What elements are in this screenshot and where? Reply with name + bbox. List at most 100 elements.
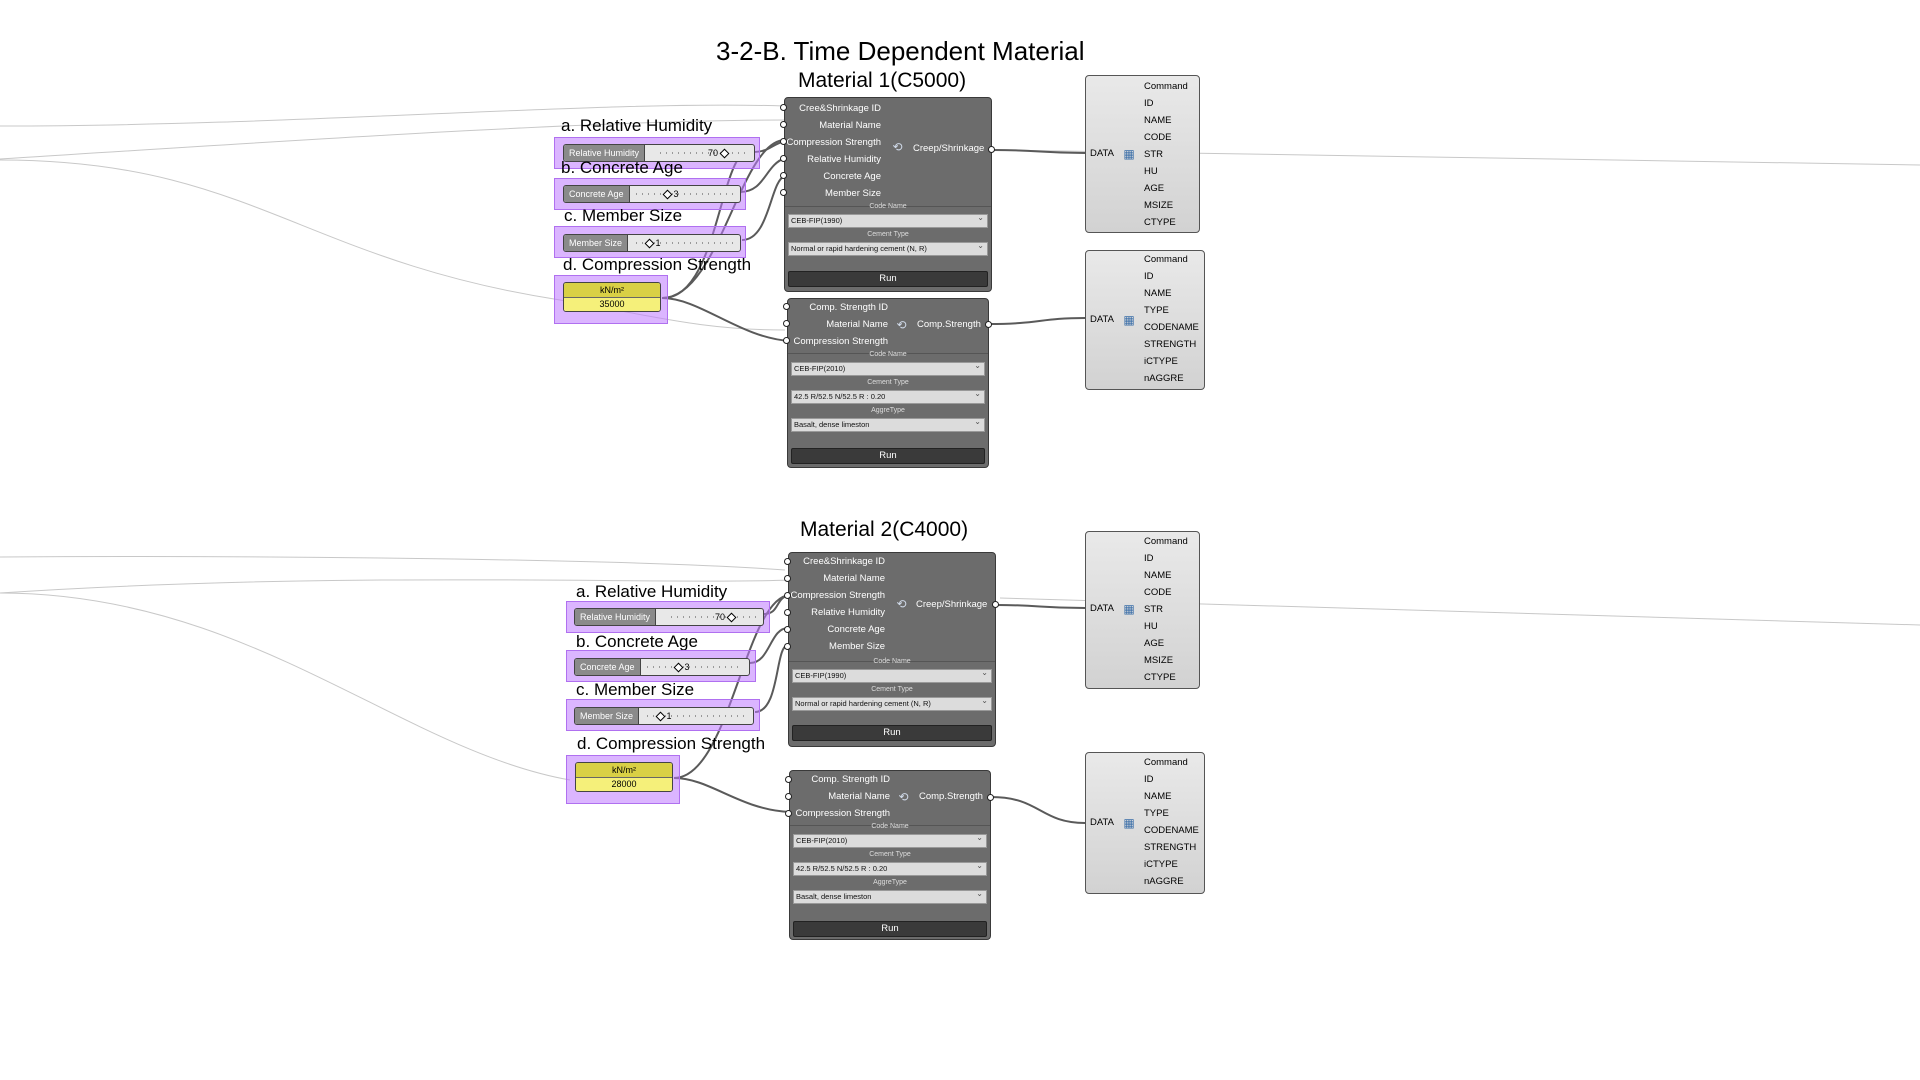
output-item: HU (1144, 621, 1158, 632)
data-output-component[interactable]: DATA ▦ Command ID NAME TYPE CODENAME STR… (1085, 250, 1205, 390)
output-item: STRENGTH (1144, 339, 1197, 350)
output-port[interactable] (992, 601, 999, 608)
output-label: Comp.Strength (919, 791, 983, 802)
aggre-type-dropdown[interactable]: Basalt, dense limeston (793, 890, 987, 904)
relative-humidity-slider[interactable]: Relative Humidity 70 (563, 144, 755, 162)
creep-shrinkage-component[interactable]: Cree&Shrinkage ID Material Name Compress… (784, 97, 992, 292)
input-port[interactable] (780, 155, 787, 162)
cement-type-dropdown[interactable]: Normal or rapid hardening cement (N, R) (788, 242, 988, 256)
slider-knob-icon[interactable] (719, 148, 729, 159)
run-button[interactable]: Run (791, 448, 985, 464)
output-item: ID (1144, 98, 1154, 109)
panel-value[interactable]: 35000 (564, 298, 660, 311)
slider-value-text: 1 (666, 711, 672, 721)
concrete-age-slider[interactable]: Concrete Age 3 (563, 185, 741, 203)
cement-type-dropdown[interactable]: Normal or rapid hardening cement (N, R) (792, 697, 992, 711)
input-port[interactable] (784, 609, 791, 616)
slider-value[interactable]: 1 (644, 235, 661, 251)
slider-value[interactable]: 3 (662, 186, 679, 202)
input-port[interactable] (784, 643, 791, 650)
data-input-label: DATA (1090, 314, 1114, 325)
run-button[interactable]: Run (793, 921, 987, 937)
input-port[interactable] (783, 320, 790, 327)
member-size-slider[interactable]: Member Size 1 (574, 707, 754, 725)
input-port[interactable] (783, 337, 790, 344)
data-output-component[interactable]: DATA ▦ Command ID NAME TYPE CODENAME STR… (1085, 752, 1205, 894)
code-name-dropdown[interactable]: CEB-FIP(2010) (791, 362, 985, 376)
output-item: iCTYPE (1144, 859, 1178, 870)
slider-value[interactable]: 1 (655, 708, 672, 724)
data-table-icon: ▦ (1123, 313, 1135, 327)
wire (661, 297, 791, 342)
output-item: CODE (1144, 132, 1172, 143)
slider-value[interactable]: 70 (715, 609, 736, 625)
run-button[interactable]: Run (788, 271, 988, 287)
cement-type-header: Cement Type (867, 379, 909, 386)
input-port[interactable] (780, 189, 787, 196)
input-port[interactable] (785, 776, 792, 783)
cement-type-header: Cement Type (867, 231, 909, 238)
aggre-type-dropdown[interactable]: Basalt, dense limeston (791, 418, 985, 432)
slider-knob-icon[interactable] (726, 612, 736, 623)
input-label: Material Name (826, 319, 888, 330)
input-label: Relative Humidity (807, 154, 881, 165)
bg-wire (0, 119, 786, 160)
input-port[interactable] (780, 104, 787, 111)
slider-label: Member Size (564, 235, 629, 251)
strength-panel[interactable]: kN/m² 35000 (563, 282, 661, 312)
input-port[interactable] (780, 121, 787, 128)
m2-age-label: b. Concrete Age (576, 632, 698, 651)
code-name-dropdown[interactable]: CEB-FIP(1990) (788, 214, 988, 228)
strength-panel[interactable]: kN/m² 28000 (575, 762, 673, 792)
output-port[interactable] (987, 794, 994, 801)
input-port[interactable] (783, 303, 790, 310)
slider-value-text: 1 (655, 238, 661, 248)
m1-humidity-label: a. Relative Humidity (561, 116, 713, 135)
aggre-type-header: AggreType (871, 407, 905, 414)
data-output-component[interactable]: DATA ▦ Command ID NAME CODE STR HU AGE M… (1085, 75, 1200, 233)
wire (988, 317, 1086, 325)
input-port[interactable] (784, 558, 791, 565)
slider-label: Member Size (575, 708, 640, 724)
cement-type-dropdown[interactable]: 42.5 R/52.5 N/52.5 R : 0.20 (793, 862, 987, 876)
comp-strength-component[interactable]: Comp. Strength ID Material Name Compress… (789, 770, 991, 940)
output-item: AGE (1144, 638, 1165, 649)
data-output-component[interactable]: DATA ▦ Command ID NAME CODE STR HU AGE M… (1085, 531, 1200, 689)
input-port[interactable] (784, 626, 791, 633)
input-port[interactable] (780, 138, 787, 145)
slider-value[interactable]: 3 (673, 659, 690, 675)
input-port[interactable] (785, 793, 792, 800)
slider-knob-icon[interactable] (644, 238, 655, 249)
output-port[interactable] (988, 146, 995, 153)
output-item: Command (1144, 536, 1188, 547)
cement-type-dropdown[interactable]: 42.5 R/52.5 N/52.5 R : 0.20 (791, 390, 985, 404)
code-name-dropdown[interactable]: CEB-FIP(2010) (793, 834, 987, 848)
input-port[interactable] (785, 810, 792, 817)
slider-knob-icon[interactable] (673, 662, 684, 673)
run-button[interactable]: Run (792, 725, 992, 741)
member-size-slider[interactable]: Member Size 1 (563, 234, 741, 252)
data-table-icon: ▦ (1123, 816, 1135, 830)
component-icon: ⟲ (892, 140, 903, 154)
input-port[interactable] (784, 575, 791, 582)
slider-value[interactable]: 70 (708, 145, 729, 161)
output-item: Command (1144, 81, 1188, 92)
comp-strength-component[interactable]: Comp. Strength ID Material Name Compress… (787, 298, 989, 468)
m2-age-group: Concrete Age 3 (566, 650, 756, 682)
output-port[interactable] (985, 321, 992, 328)
code-name-dropdown[interactable]: CEB-FIP(1990) (792, 669, 992, 683)
code-name-header: Code Name (869, 203, 907, 210)
concrete-age-slider[interactable]: Concrete Age 3 (574, 658, 750, 676)
creep-shrinkage-component[interactable]: Cree&Shrinkage ID Material Name Compress… (788, 552, 996, 747)
input-port[interactable] (784, 592, 791, 599)
slider-track (636, 242, 734, 244)
input-port[interactable] (780, 172, 787, 179)
relative-humidity-slider[interactable]: Relative Humidity 70 (574, 608, 764, 626)
component-icon: ⟲ (898, 790, 909, 804)
output-item: ID (1144, 553, 1154, 564)
slider-knob-icon[interactable] (655, 711, 666, 722)
slider-knob-icon[interactable] (662, 189, 673, 200)
panel-value[interactable]: 28000 (576, 778, 672, 791)
output-item: CTYPE (1144, 672, 1176, 683)
